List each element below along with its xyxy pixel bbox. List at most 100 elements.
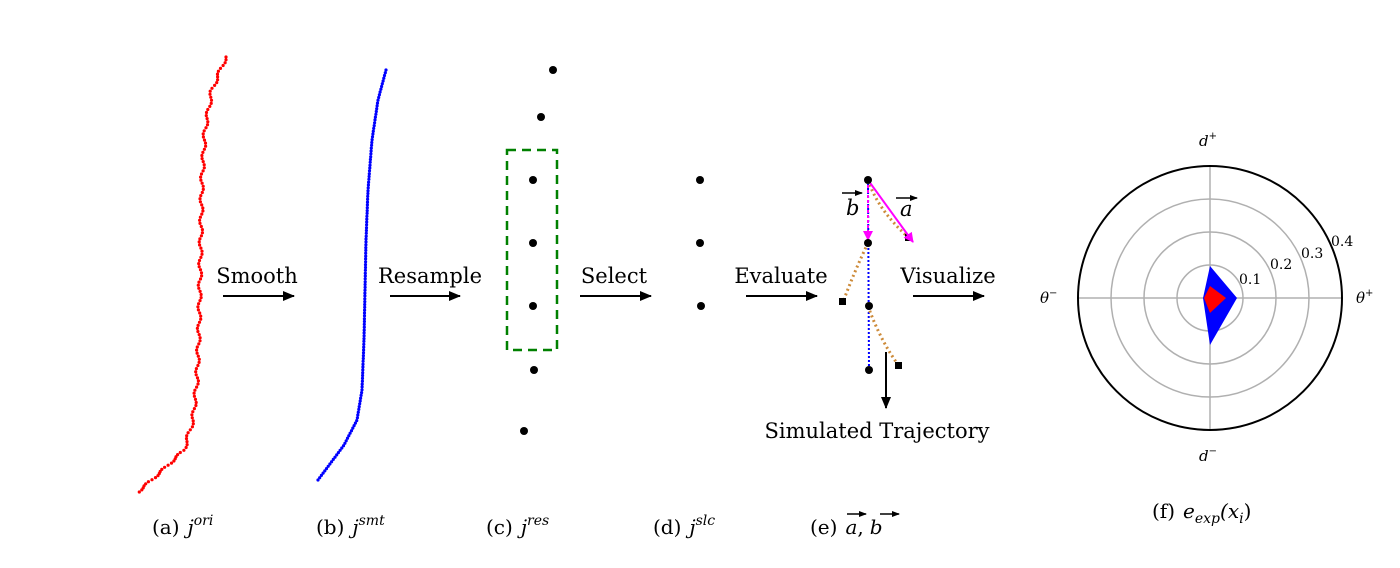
blue-segment <box>867 179 870 371</box>
trajectory-dot <box>196 382 200 386</box>
trajectory-dot <box>365 209 369 213</box>
trajectory-dot <box>198 299 202 303</box>
trajectory-dot <box>362 331 366 335</box>
trajectory-dot <box>364 257 368 261</box>
trajectory-dot <box>361 354 365 358</box>
trajectory-dot <box>140 488 144 492</box>
trajectory-dot <box>365 214 369 218</box>
trajectory-dot <box>357 405 361 409</box>
trajectory-dot <box>370 143 374 147</box>
trajectory-dot <box>166 463 170 467</box>
trajectory-dot <box>365 223 369 227</box>
simulated-endpoint <box>839 298 846 305</box>
trajectory-dot <box>376 98 380 102</box>
trajectory-dot <box>200 181 204 185</box>
selected-point <box>697 302 705 310</box>
trajectory-dot <box>190 413 194 417</box>
step-evaluate: Evaluate <box>734 264 828 301</box>
trajectory-dot <box>209 95 213 99</box>
trajectory-dot <box>364 231 368 235</box>
trajectory-dot <box>360 385 364 389</box>
trajectory-dot <box>355 419 359 423</box>
simulated-path <box>866 179 910 239</box>
step-select: Select <box>580 264 652 301</box>
trajectory-dot <box>199 246 203 250</box>
trajectory-dot <box>371 129 375 133</box>
trajectory-dot <box>373 121 377 125</box>
trajectory-dot <box>178 450 182 455</box>
trajectory-dot <box>224 58 228 62</box>
trajectory-dot <box>348 431 352 435</box>
trajectory-dot <box>201 187 205 191</box>
trajectory-dot <box>360 388 364 392</box>
trajectory-dot <box>362 334 366 338</box>
trajectory-dot <box>363 280 367 284</box>
trajectory-dot <box>172 459 176 463</box>
trajectory-dot <box>201 184 205 188</box>
trajectory-dot <box>336 451 340 455</box>
trajectory-dot <box>202 147 206 151</box>
trajectory-dot <box>345 436 350 440</box>
trajectory-dot <box>340 446 344 450</box>
trajectory-dot <box>210 86 214 90</box>
evaluated-point <box>864 239 872 247</box>
trajectory-dot <box>200 153 204 158</box>
trajectory-dot <box>198 215 202 219</box>
selected-point <box>696 176 704 184</box>
step-label-smooth: Smooth <box>216 264 298 288</box>
trajectory-dot <box>200 252 204 256</box>
trajectory-dot <box>328 462 332 466</box>
trajectory-dot <box>363 263 368 267</box>
polar-outer-circle <box>1077 165 1343 431</box>
trajectory-dot <box>195 345 199 349</box>
trajectory-dot <box>366 183 370 187</box>
polar-blue-area <box>1203 266 1237 345</box>
step-label-evaluate: Evaluate <box>734 264 827 288</box>
trajectory-dot <box>364 240 368 244</box>
trajectory-dot <box>169 461 174 465</box>
trajectory-dot <box>364 226 369 230</box>
trajectory-dot <box>359 393 363 397</box>
trajectory-dot <box>352 424 356 428</box>
trajectory-dot <box>319 473 323 477</box>
trajectory-dot <box>196 308 200 312</box>
trajectory-dot <box>202 166 206 170</box>
trajectory-dot <box>361 365 365 369</box>
trajectory-dot <box>356 413 360 417</box>
trajectory-dot <box>204 144 208 148</box>
trajectory-dot <box>358 399 362 403</box>
trajectory-dot <box>192 407 196 411</box>
trajectory-dot <box>199 317 203 321</box>
trajectory-dot <box>338 448 342 452</box>
trajectory-dot <box>202 138 207 142</box>
trajectory-dot <box>330 460 334 464</box>
trajectory-dot <box>362 319 366 324</box>
trajectory-dot <box>196 323 200 327</box>
trajectory-dot <box>365 217 369 221</box>
trajectory-dot <box>377 95 381 100</box>
trajectory-dot <box>200 228 204 232</box>
trajectory-dot <box>199 172 204 176</box>
trajectory-dot <box>196 354 200 358</box>
trajectory-dot <box>201 132 205 136</box>
trajectory-dot <box>197 280 201 284</box>
trajectory-dot <box>362 317 366 321</box>
trajectory-dot <box>195 351 199 355</box>
evaluated-point <box>864 176 872 184</box>
trajectory-dot <box>205 117 209 121</box>
trajectory-dot <box>198 197 202 201</box>
trajectory-dot <box>199 314 203 318</box>
trajectory-dot <box>382 73 387 78</box>
trajectory-dot <box>196 283 200 287</box>
trajectory-dot <box>361 368 365 372</box>
trajectory-dot <box>380 82 384 86</box>
trajectory-dot <box>363 274 367 278</box>
step-label-visualize: Visualize <box>899 264 995 288</box>
trajectory-dot <box>368 160 372 164</box>
trajectory-dot <box>363 282 367 287</box>
trajectory-dot <box>368 157 372 162</box>
trajectory-dot <box>199 194 203 198</box>
trajectory-dot <box>200 190 204 195</box>
trajectory-dot <box>362 311 367 315</box>
trajectory-dot <box>369 152 373 156</box>
